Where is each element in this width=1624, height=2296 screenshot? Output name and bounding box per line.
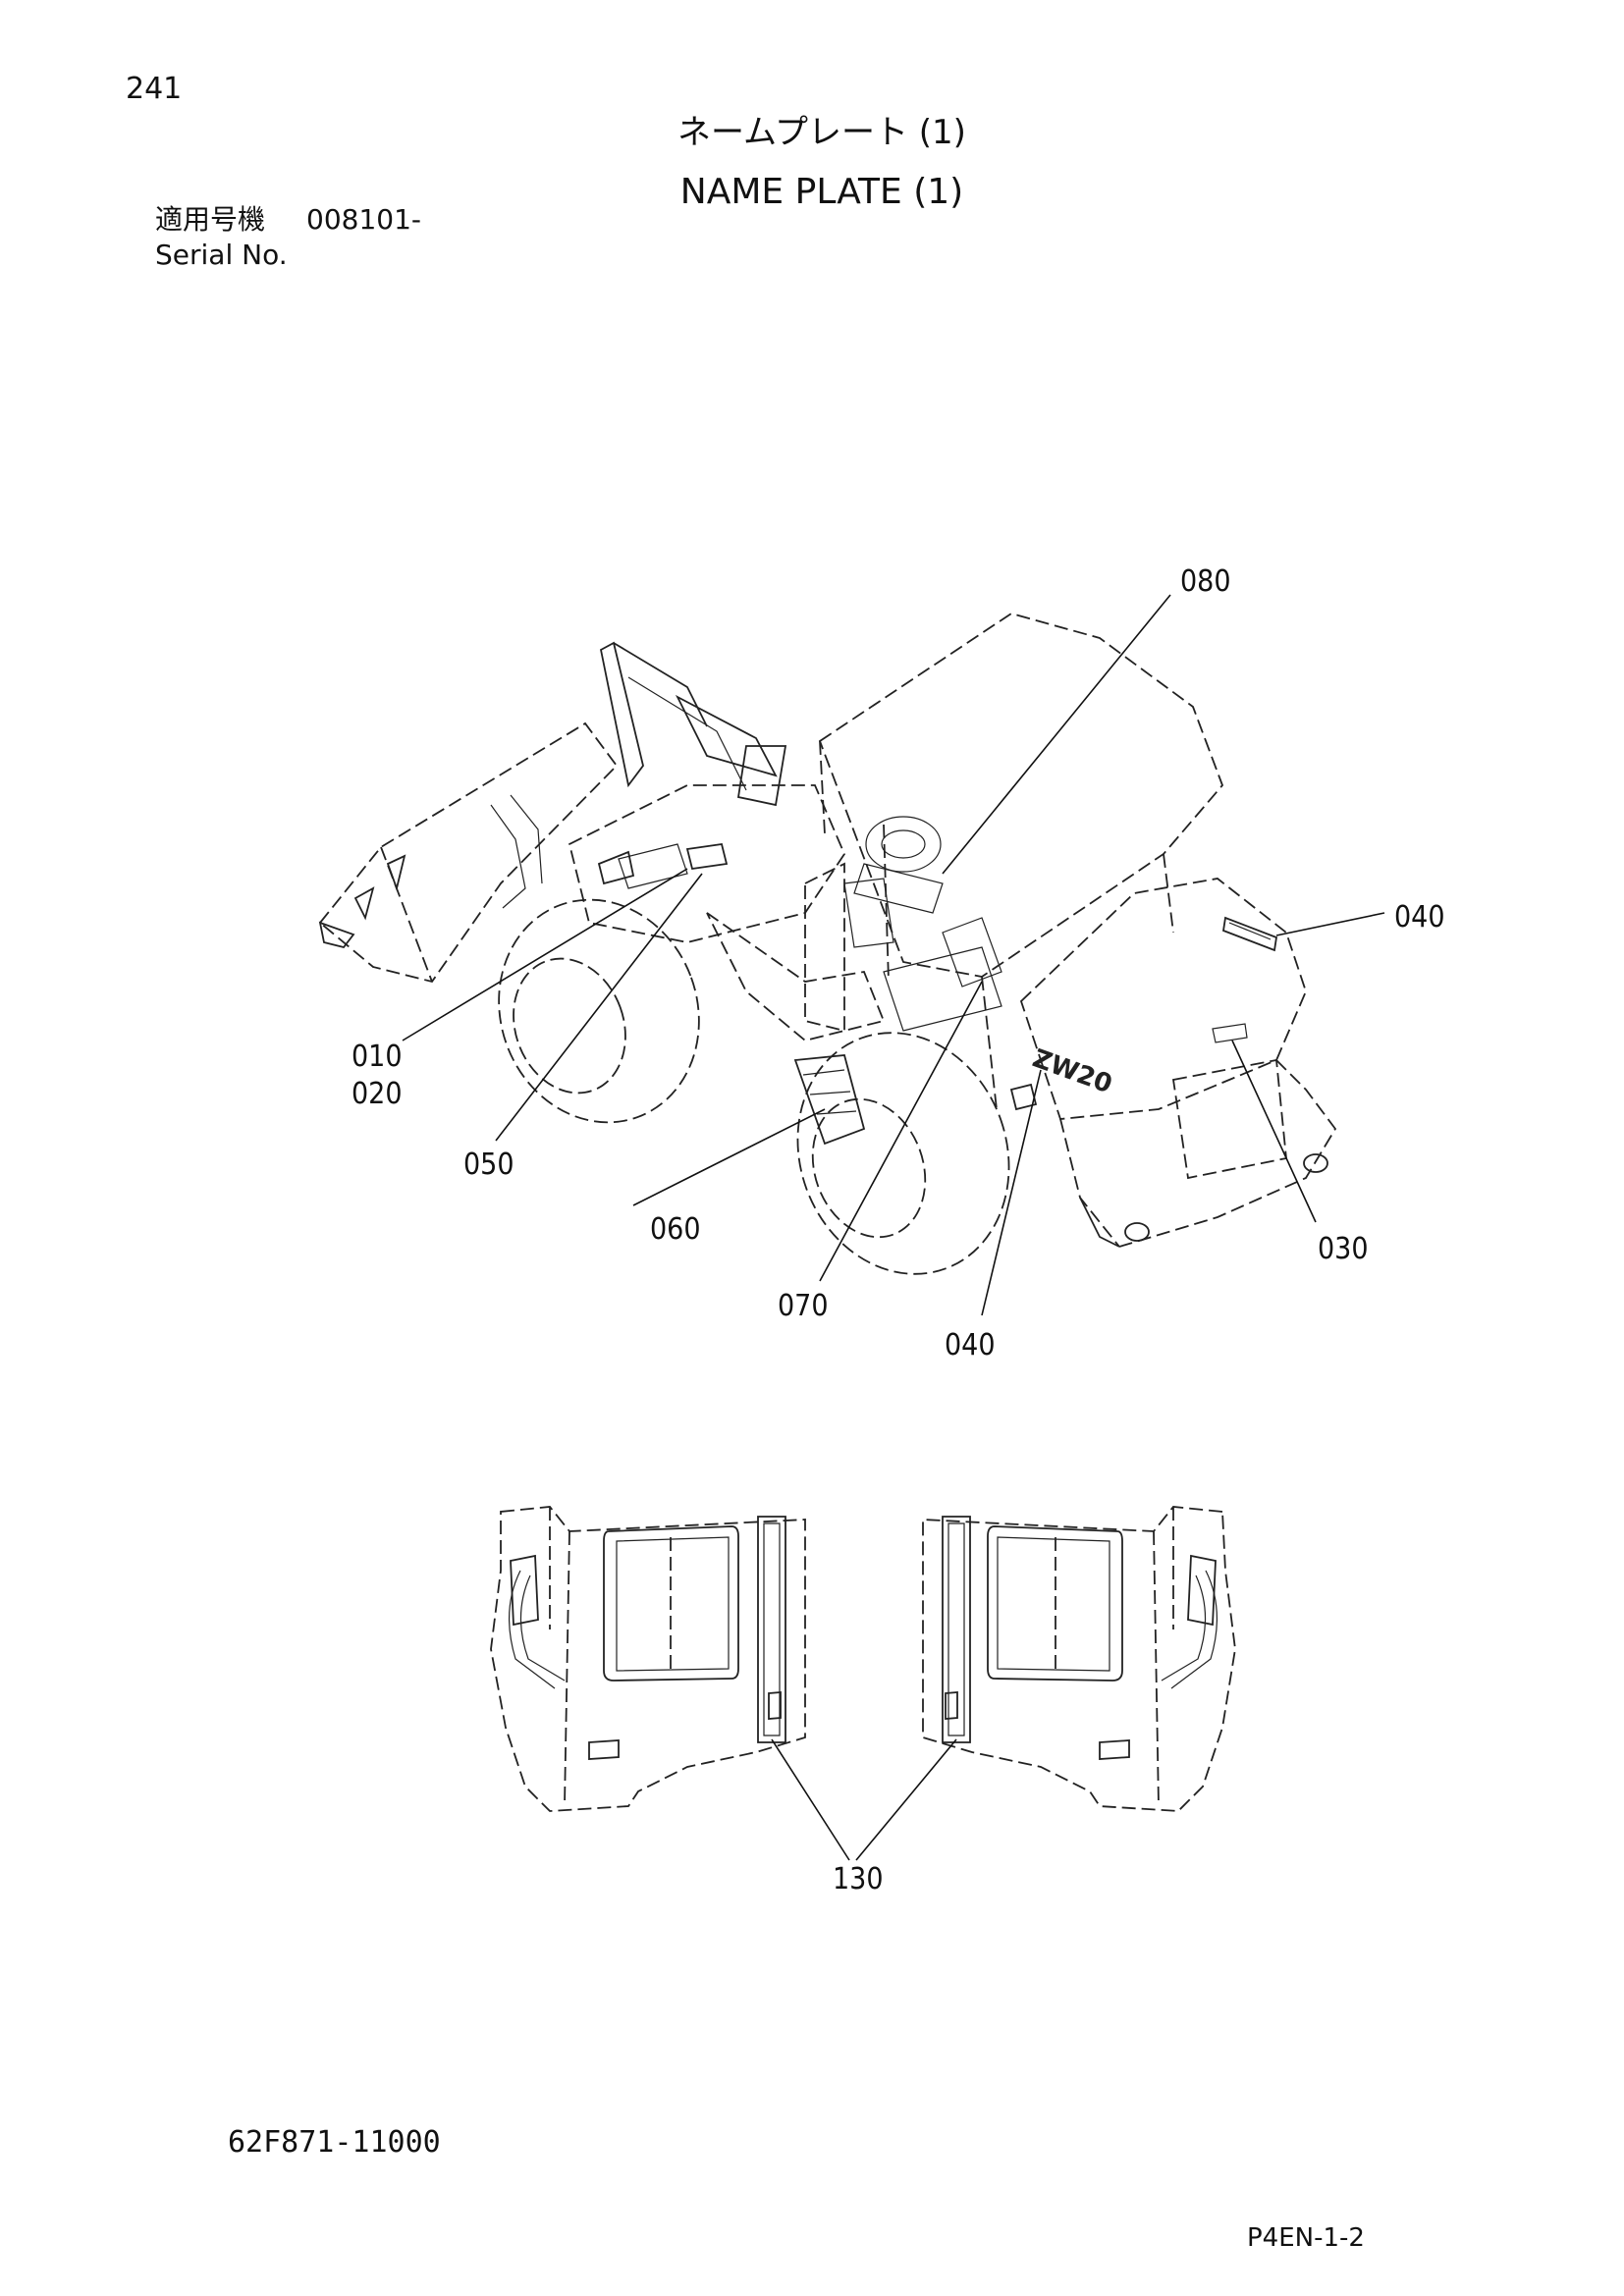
page-number: 241 <box>126 72 183 106</box>
serial-label: Serial No. <box>155 239 288 271</box>
callout-080: 080 <box>1180 564 1231 599</box>
page-title: NAME PLATE (1) <box>679 172 964 212</box>
leader-030 <box>1231 1040 1317 1223</box>
leader-040-top <box>1275 912 1385 936</box>
serial-label-japanese: 適用号機 <box>155 203 266 236</box>
logo-decal-top <box>1222 916 1277 952</box>
callout-040-bottom: 040 <box>945 1328 996 1362</box>
callout-010: 010 <box>352 1040 403 1074</box>
callout-130: 130 <box>833 1862 884 1896</box>
steering-wheel <box>865 816 942 873</box>
serial-number-value: 008101- <box>306 203 421 236</box>
cab-left-view <box>490 1506 806 1812</box>
callout-040-top: 040 <box>1394 900 1445 934</box>
leader-050 <box>495 873 703 1142</box>
leader-070 <box>819 981 983 1282</box>
leader-lines <box>402 594 1385 1316</box>
callout-050: 050 <box>463 1148 514 1182</box>
name-plate-130-right <box>942 1516 971 1743</box>
leader-080 <box>942 594 1171 875</box>
leader-130-left <box>771 1738 850 1861</box>
cab-right-view <box>922 1506 1236 1812</box>
front-wheel <box>498 898 700 1124</box>
leader-010 <box>402 868 688 1041</box>
page-reference: P4EN-1-2 <box>1247 2223 1365 2253</box>
engine-hood <box>1019 878 1307 1120</box>
cab-window-left <box>603 1525 739 1682</box>
name-plate-030 <box>1212 1023 1248 1043</box>
name-plate-050 <box>685 842 729 871</box>
page-title-japanese: ネームプレート (1) <box>677 113 966 152</box>
callout-060: 060 <box>650 1212 701 1247</box>
leader-060 <box>632 1108 826 1206</box>
callout-030: 030 <box>1318 1232 1369 1266</box>
callout-labels: 080 040 010 020 050 060 070 040 030 130 <box>352 564 1445 1896</box>
leader-040-bottom <box>981 1069 1042 1316</box>
name-plate-130-left <box>757 1516 786 1743</box>
drawing-code: 62F871-11000 <box>228 2125 441 2160</box>
leader-130-right <box>855 1738 957 1861</box>
cab-window-right <box>987 1525 1123 1682</box>
cab-roof <box>818 613 1224 978</box>
callout-070: 070 <box>778 1289 829 1323</box>
wheel-loader-drawing: ZW20 <box>318 613 1337 1275</box>
model-decal-side: ZW20 <box>1029 1043 1116 1099</box>
callout-020: 020 <box>352 1077 403 1111</box>
rear-wheel <box>796 1032 1010 1275</box>
